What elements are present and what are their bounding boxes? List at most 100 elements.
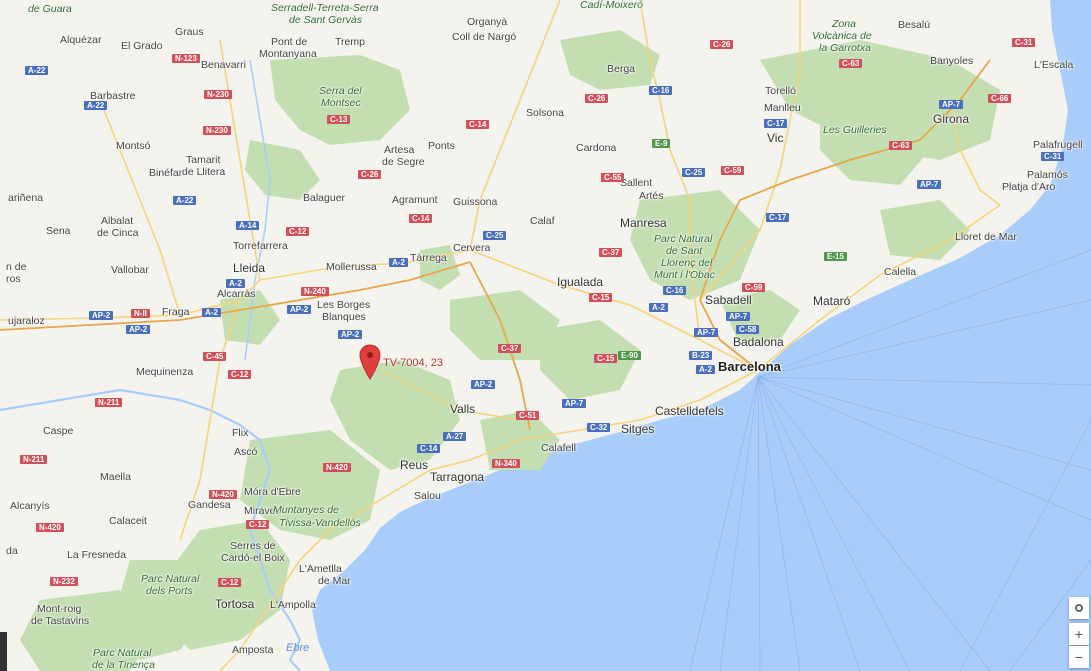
shield-a22: A-22 — [25, 66, 49, 75]
shield-c51: C-51 — [516, 411, 540, 420]
shield-c31-b: C-31 — [1041, 152, 1065, 161]
shield-n420-c: N-420 — [36, 523, 64, 532]
shield-n230: N-230 — [204, 90, 232, 99]
label-artes: Artés — [639, 190, 664, 202]
shield-c63: C-63 — [839, 59, 863, 68]
label-ponts: Ponts — [428, 140, 455, 152]
label-mollerussa: Mollerussa — [326, 261, 377, 273]
label-lloret: Lloret de Mar — [955, 231, 1017, 243]
zoom-in-button[interactable]: + — [1069, 623, 1089, 645]
river-segre — [244, 59, 271, 361]
label-dels-ports: dels Ports — [146, 585, 193, 597]
shield-c14: C-14 — [466, 120, 490, 129]
label-caspe: Caspe — [43, 425, 74, 437]
label-organya: Organyà — [467, 16, 508, 28]
forest-areas — [20, 30, 1000, 671]
label-gandesa: Gandesa — [188, 499, 231, 511]
shield-c45: C-45 — [203, 352, 227, 361]
label-blanques: Blanques — [322, 311, 366, 323]
shield-c12-d: C-12 — [218, 578, 242, 587]
shield-c32: C-32 — [587, 423, 611, 432]
label-montso: Montsó — [116, 140, 151, 152]
label-sena: Sena — [46, 225, 71, 237]
label-sarinena: ariñena — [8, 192, 44, 204]
label-calafell: Calafell — [541, 442, 577, 454]
locate-icon — [1075, 604, 1083, 612]
shield-e15: E-15 — [824, 252, 847, 261]
label-flix: Flix — [232, 427, 249, 439]
label-pn-tinenca: Parc Natural — [93, 647, 152, 659]
shield-c25: C-25 — [682, 168, 706, 177]
label-sabadell: Sabadell — [705, 293, 752, 307]
label-cadi: Cadí-Moixeró — [580, 0, 644, 11]
label-palamos: Palamós — [1027, 169, 1068, 181]
shield-c37-b: C-37 — [498, 344, 522, 353]
shield-n123: N-123 — [172, 54, 200, 63]
label-de-sant: de Sant — [666, 245, 703, 257]
label-cervera: Cervera — [453, 242, 491, 254]
zoom-out-button[interactable]: − — [1069, 646, 1089, 668]
left-edge-bar — [0, 632, 7, 671]
locate-button[interactable] — [1069, 597, 1089, 619]
label-de-guara: de Guara — [28, 3, 72, 15]
label-torrefarrera: Torrefarrera — [233, 240, 288, 252]
label-garrotxa: la Garrotxa — [819, 42, 871, 54]
label-palafrugell: Palafrugell — [1033, 139, 1083, 151]
shield-c14-b: C-14 — [409, 214, 433, 223]
label-parc-natural-montserrat: Parc Natural — [654, 233, 713, 245]
label-artesa: Artesa — [384, 144, 415, 156]
label-fraga: Fraga — [162, 306, 190, 318]
map-pin-icon[interactable] — [359, 344, 381, 380]
label-tastavins: de Tastavins — [31, 615, 90, 627]
label-tarrega: Tàrrega — [410, 252, 447, 264]
shield-a22-c: A-22 — [173, 196, 197, 205]
label-mora: Móra d'Ebre — [244, 486, 301, 498]
label-vallobar: Vallobar — [111, 264, 149, 276]
label-tremp: Tremp — [335, 36, 365, 48]
shield-c13: C-13 — [327, 115, 351, 124]
label-borges: Les Borges — [317, 299, 371, 311]
shield-c31: C-31 — [1012, 38, 1036, 47]
label-mequinenza: Mequinenza — [136, 366, 194, 378]
shield-c66: C-66 — [988, 94, 1012, 103]
shield-a2-b: A-2 — [226, 279, 245, 288]
shield-c25-b: C-25 — [483, 231, 507, 240]
label-muntanyes: Muntanyes de — [273, 504, 339, 516]
label-manlleu: Manlleu — [764, 102, 801, 114]
label-pn-ports: Parc Natural — [141, 573, 200, 585]
label-alcanyis: Alcanyís — [10, 500, 50, 512]
shield-n230-b: N-230 — [203, 126, 231, 135]
label-de-tinenca: de la Tinença — [92, 659, 155, 671]
label-tamarit: Tamarit — [186, 154, 221, 166]
label-benavarri: Benavarri — [201, 59, 246, 71]
label-montanyana: Montanyana — [259, 48, 317, 60]
label-serradell: Serradell-Terreta-Serra — [271, 2, 379, 14]
label-binefar: Binéfar — [149, 167, 183, 179]
label-serra-del: Serra del — [319, 85, 362, 97]
shield-a2-e: A-2 — [696, 365, 715, 374]
sea-area — [312, 0, 1091, 671]
shield-a14: A-14 — [236, 221, 260, 230]
label-salou: Salou — [414, 490, 441, 502]
label-ros: ros — [6, 273, 21, 285]
label-guilleries: Les Guilleries — [823, 124, 887, 136]
label-pont-de: Pont de — [271, 36, 308, 48]
shield-n211-b: N-211 — [20, 455, 48, 464]
label-graus: Graus — [175, 26, 204, 38]
label-balaguer: Balaguer — [303, 192, 346, 204]
label-miravet: Miravet — [244, 505, 279, 517]
label-ampolla: L'Ampolla — [270, 599, 316, 611]
label-el-grado: El Grado — [121, 40, 163, 52]
label-fresneda: La Fresneda — [67, 549, 126, 561]
label-cardona: Cardona — [576, 142, 617, 154]
shield-n232: N-232 — [50, 577, 78, 586]
marker-label[interactable]: TV-7004, 23 — [383, 357, 443, 369]
ebro-river — [0, 388, 302, 671]
shield-c17: C-17 — [764, 119, 788, 128]
shield-ap2-c: AP-2 — [126, 325, 151, 334]
label-berga: Berga — [607, 63, 636, 75]
shield-a27: A-27 — [443, 432, 467, 441]
shield-a2-c: A-2 — [202, 308, 221, 317]
label-asco: Ascó — [234, 446, 258, 458]
